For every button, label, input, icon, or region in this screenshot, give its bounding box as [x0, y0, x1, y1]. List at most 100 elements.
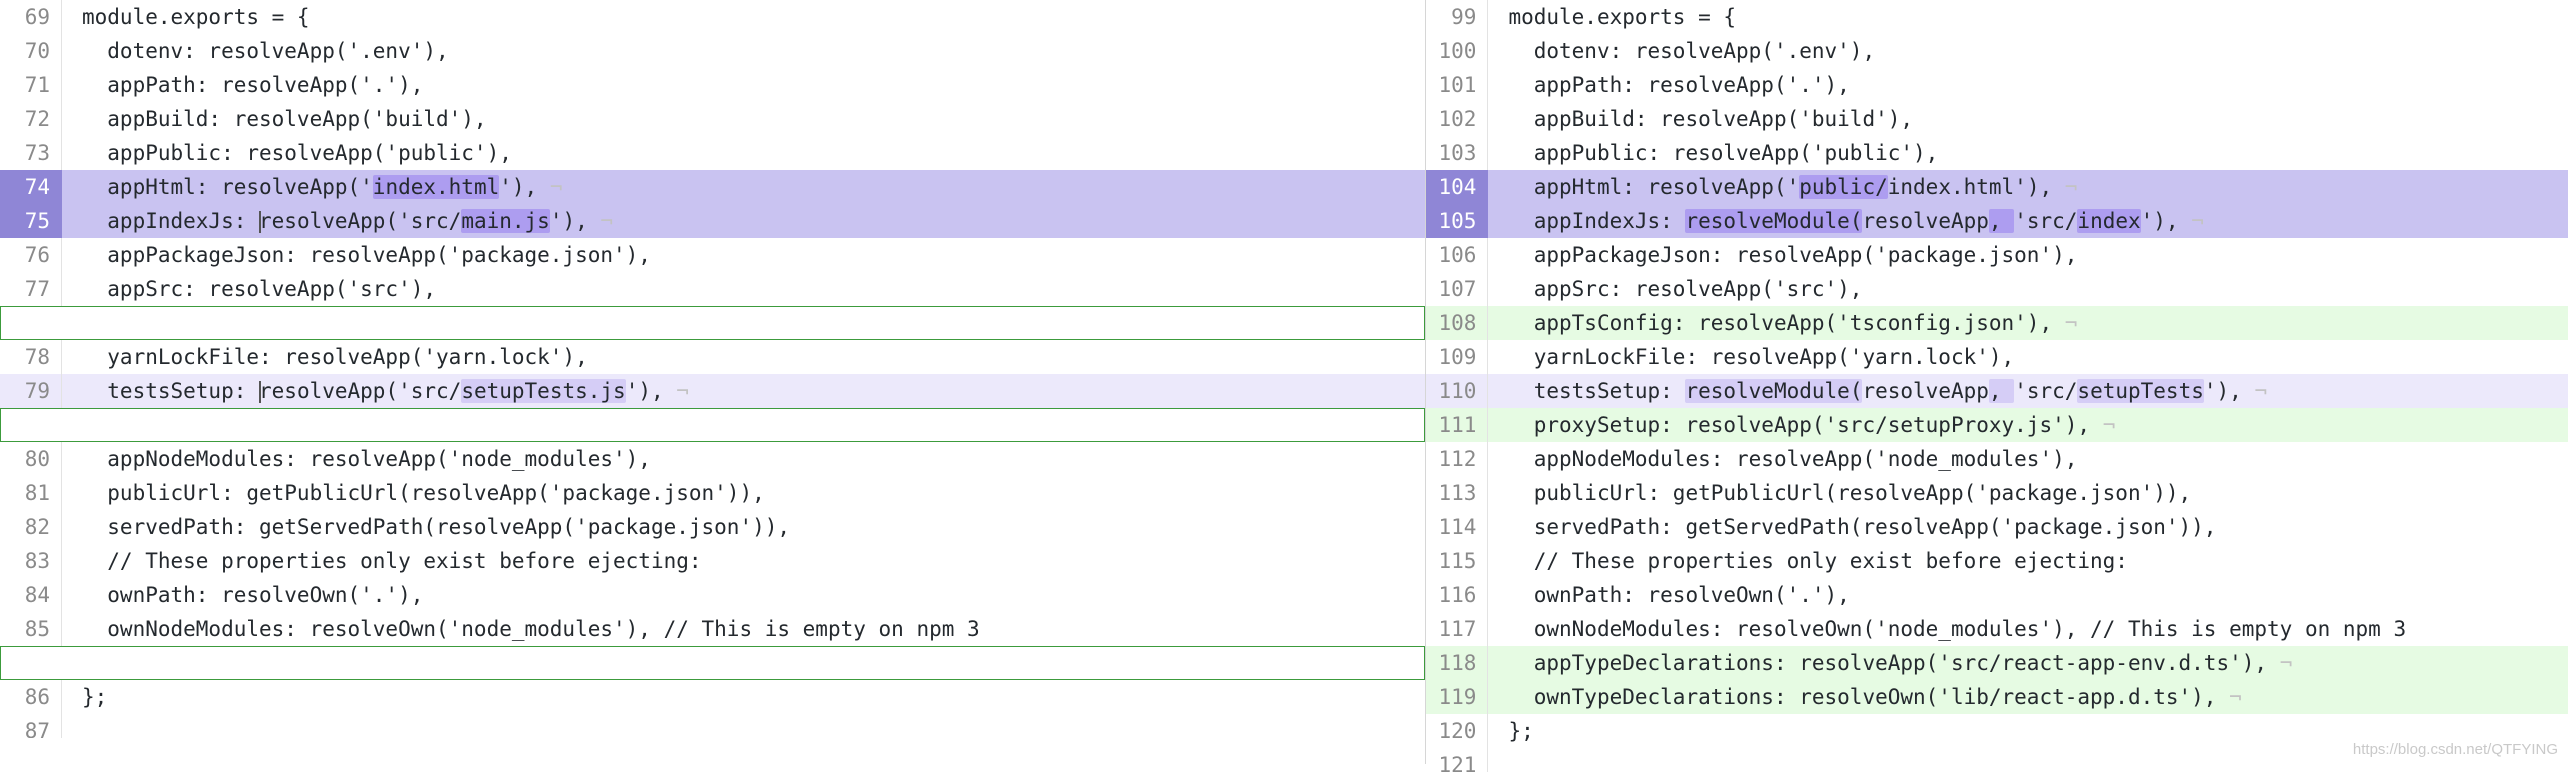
added-line[interactable]: 111 proxySetup: resolveApp('src/setupPro… — [1426, 408, 2568, 442]
pilcrow-icon: ¬ — [2279, 651, 2293, 675]
diff-highlight: setupTests.js — [461, 379, 626, 403]
line-number: 101 — [1426, 68, 1489, 102]
code-text: dotenv: resolveApp('.env'), — [1508, 39, 1876, 63]
code-text: }; — [1508, 719, 1534, 743]
code-text: appSrc: resolveApp('src'), — [1508, 277, 1863, 301]
line-number: 114 — [1426, 510, 1489, 544]
code-text: ownPath: resolveOwn('.'), — [1508, 583, 1850, 607]
code-line[interactable]: 103 appPublic: resolveApp('public'), — [1426, 136, 2568, 170]
code-text: }; — [82, 685, 108, 709]
insertion-placeholder — [0, 646, 1426, 680]
line-number: 75 — [0, 204, 62, 238]
added-line[interactable]: 119 ownTypeDeclarations: resolveOwn('lib… — [1426, 680, 2568, 714]
insertion-marker — [0, 646, 1426, 680]
line-number: 107 — [1426, 272, 1489, 306]
code-segment: appIndexJs: — [1508, 209, 1686, 233]
watermark: https://blog.csdn.net/QTFYING — [2352, 741, 2558, 758]
line-number: 78 — [0, 340, 62, 374]
code-line[interactable]: 73 appPublic: resolveApp('public'), — [0, 136, 1425, 170]
code-segment: resolveApp('src/ — [259, 209, 462, 233]
code-line[interactable]: 113 publicUrl: getPublicUrl(resolveApp('… — [1426, 476, 2568, 510]
code-line[interactable]: 112 appNodeModules: resolveApp('node_mod… — [1426, 442, 2568, 476]
insertion-placeholder — [0, 408, 1426, 442]
code-line[interactable]: 78 yarnLockFile: resolveApp('yarn.lock')… — [0, 340, 1425, 374]
code-line[interactable]: 101 appPath: resolveApp('.'), — [1426, 68, 2568, 102]
code-line[interactable]: 116 ownPath: resolveOwn('.'), — [1426, 578, 2568, 612]
code-line[interactable]: 80 appNodeModules: resolveApp('node_modu… — [0, 442, 1425, 476]
code-line[interactable]: 83 // These properties only exist before… — [0, 544, 1425, 578]
code-segment: 'src/ — [2014, 379, 2078, 403]
line-number: 76 — [0, 238, 62, 272]
line-number: 82 — [0, 510, 62, 544]
code-line[interactable]: 81 publicUrl: getPublicUrl(resolveApp('p… — [0, 476, 1425, 510]
code-segment: '), — [2140, 209, 2179, 233]
line-number: 112 — [1426, 442, 1489, 476]
line-number: 81 — [0, 476, 62, 510]
code-line[interactable]: 109 yarnLockFile: resolveApp('yarn.lock'… — [1426, 340, 2568, 374]
code-line[interactable]: 85 ownNodeModules: resolveOwn('node_modu… — [0, 612, 1425, 646]
line-number: 72 — [0, 102, 62, 136]
code-text: appHtml: resolveApp('index.html'), ¬ — [62, 170, 1425, 204]
line-number: 71 — [0, 68, 62, 102]
code-line[interactable]: 102 appBuild: resolveApp('build'), — [1426, 102, 2568, 136]
code-line[interactable]: 70 dotenv: resolveApp('.env'), — [0, 34, 1425, 68]
code-line[interactable]: 117 ownNodeModules: resolveOwn('node_mod… — [1426, 612, 2568, 646]
line-number: 86 — [0, 680, 62, 714]
code-line[interactable]: 76 appPackageJson: resolveApp('package.j… — [0, 238, 1425, 272]
code-text: publicUrl: getPublicUrl(resolveApp('pack… — [1508, 481, 2192, 505]
pilcrow-icon: ¬ — [549, 175, 563, 199]
code-text: appPackageJson: resolveApp('package.json… — [1508, 243, 2078, 267]
added-line[interactable]: 118 appTypeDeclarations: resolveApp('src… — [1426, 646, 2568, 680]
code-line[interactable]: 72 appBuild: resolveApp('build'), — [0, 102, 1425, 136]
code-text: yarnLockFile: resolveApp('yarn.lock'), — [82, 345, 588, 369]
code-line[interactable]: 77 appSrc: resolveApp('src'), — [0, 272, 1425, 306]
diff-highlight: index.html — [372, 175, 500, 199]
code-segment: appTsConfig: resolveApp('tsconfig.json')… — [1508, 311, 2053, 335]
changed-line[interactable]: 74 appHtml: resolveApp('index.html'), ¬ — [0, 170, 1426, 204]
code-line[interactable]: 114 servedPath: getServedPath(resolveApp… — [1426, 510, 2568, 544]
code-line[interactable]: 86}; — [0, 680, 1425, 714]
code-text: module.exports = { — [1508, 5, 1737, 29]
diff-highlight: public/ — [1799, 175, 1888, 199]
added-line[interactable]: 108 appTsConfig: resolveApp('tsconfig.js… — [1426, 306, 2568, 340]
text-cursor — [259, 211, 262, 233]
line-number: 110 — [1426, 374, 1489, 408]
code-text: appPath: resolveApp('.'), — [82, 73, 424, 97]
code-text: yarnLockFile: resolveApp('yarn.lock'), — [1508, 345, 2015, 369]
code-text: appTsConfig: resolveApp('tsconfig.json')… — [1488, 306, 2568, 340]
code-line[interactable]: 84 ownPath: resolveOwn('.'), — [0, 578, 1425, 612]
code-segment: resolveApp('src/ — [259, 379, 462, 403]
code-segment: testsSetup: — [82, 379, 260, 403]
changed-line[interactable]: 104 appHtml: resolveApp('public/index.ht… — [1426, 170, 2568, 204]
line-number: 77 — [0, 272, 62, 306]
code-line[interactable]: 106 appPackageJson: resolveApp('package.… — [1426, 238, 2568, 272]
code-text: publicUrl: getPublicUrl(resolveApp('pack… — [82, 481, 765, 505]
diff-highlight: , — [1988, 209, 2015, 233]
changed-line[interactable]: 105 appIndexJs: resolveModule(resolveApp… — [1426, 204, 2568, 238]
changed-line[interactable]: 75 appIndexJs: resolveApp('src/main.js')… — [0, 204, 1426, 238]
code-line[interactable]: 120}; — [1426, 714, 2568, 748]
changed-line[interactable]: 79 testsSetup: resolveApp('src/setupTest… — [0, 374, 1426, 408]
changed-line[interactable]: 110 testsSetup: resolveModule(resolveApp… — [1426, 374, 2568, 408]
line-number: 104 — [1426, 170, 1489, 204]
code-line[interactable]: 87 — [0, 714, 1425, 738]
code-line[interactable]: 71 appPath: resolveApp('.'), — [0, 68, 1425, 102]
code-text: appBuild: resolveApp('build'), — [82, 107, 487, 131]
code-text: module.exports = { — [82, 5, 310, 29]
line-number: 83 — [0, 544, 62, 578]
line-number: 116 — [1426, 578, 1489, 612]
code-segment: 'src/ — [2014, 209, 2078, 233]
code-line[interactable]: 115 // These properties only exist befor… — [1426, 544, 2568, 578]
code-line[interactable]: 82 servedPath: getServedPath(resolveApp(… — [0, 510, 1425, 544]
line-number: 119 — [1426, 680, 1489, 714]
line-number: 87 — [0, 714, 62, 738]
code-text: ownPath: resolveOwn('.'), — [82, 583, 424, 607]
diff-highlight: , — [1988, 379, 2015, 403]
code-line[interactable]: 100 dotenv: resolveApp('.env'), — [1426, 34, 2568, 68]
code-text: servedPath: getServedPath(resolveApp('pa… — [1508, 515, 2217, 539]
code-line[interactable]: 107 appSrc: resolveApp('src'), — [1426, 272, 2568, 306]
